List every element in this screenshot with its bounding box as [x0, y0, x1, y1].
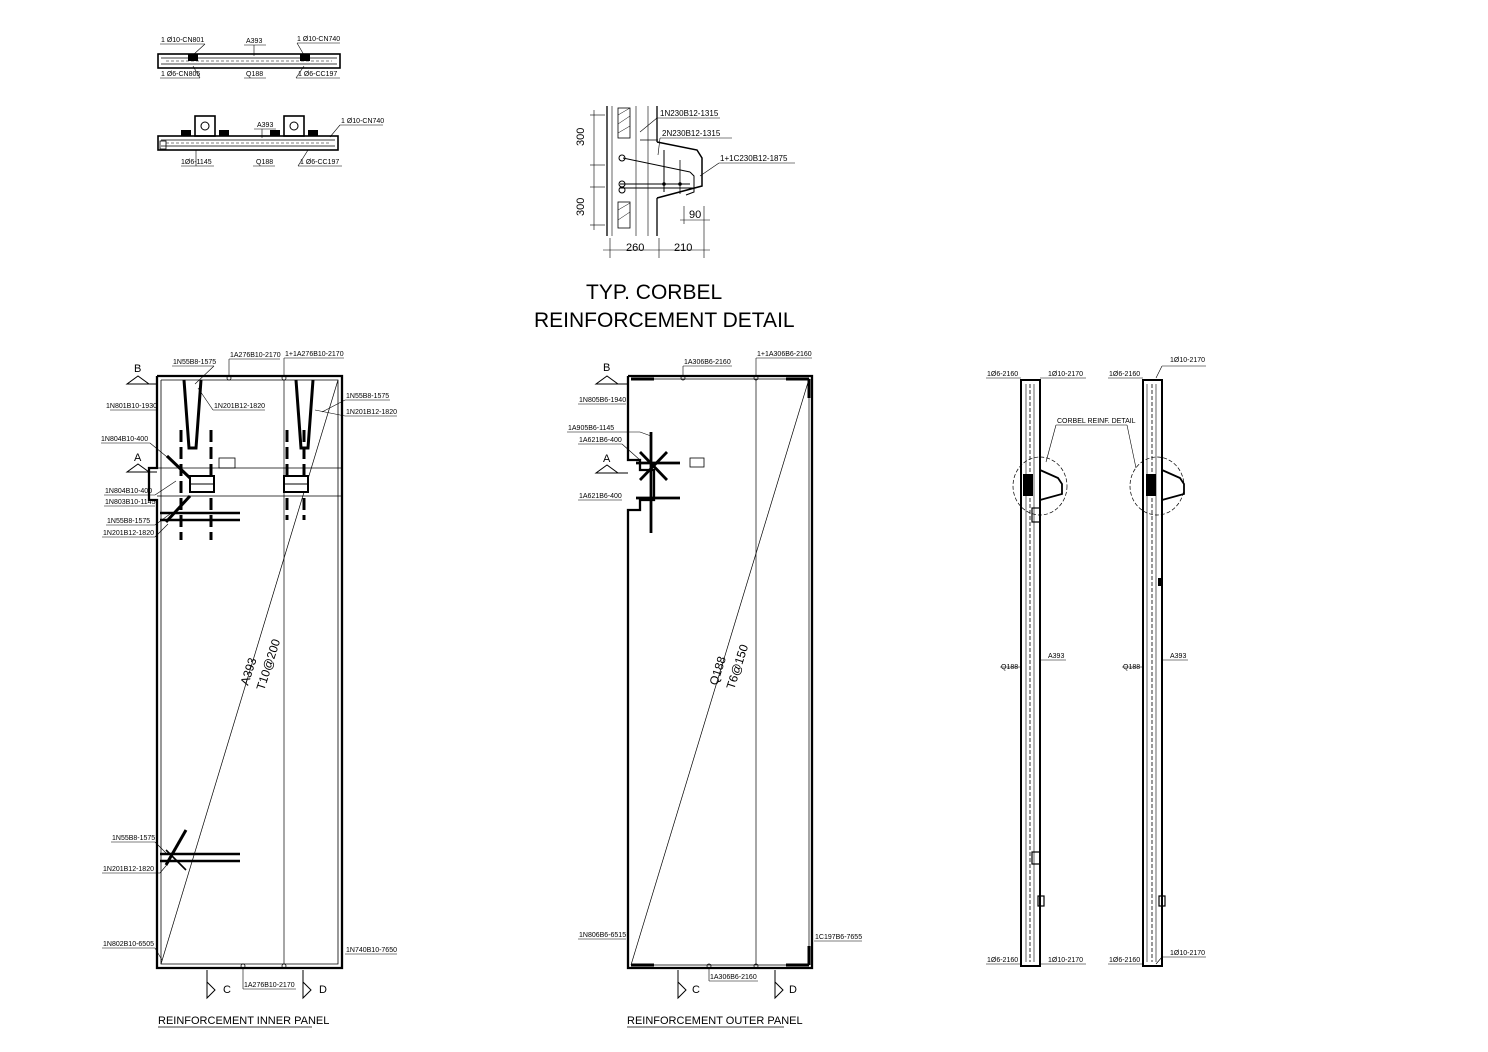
inner-label-2: 1A276B10-2170: [230, 352, 281, 359]
corbel-title-line2: REINFORCEMENT DETAIL: [534, 309, 795, 332]
plan-top-label-5: Q188: [246, 71, 263, 78]
corbel-bar-label-3: 1+1C230B12-1875: [720, 154, 788, 163]
section-right-label-5: 1Ø6-2160: [1109, 957, 1140, 964]
inner-label-7: 1N201B12-1820: [346, 409, 397, 416]
section-view-right: 1Ø6-2160 1Ø10-2170 Q188 A393 1Ø6-2160 1Ø…: [1108, 357, 1206, 967]
inner-label-8: 1N804B10-400: [101, 436, 148, 443]
inner-section-a: A: [134, 452, 142, 464]
outer-section-a: A: [603, 453, 611, 465]
corbel-title-line1: TYP. CORBEL: [586, 281, 722, 304]
section-right-label-4: A393: [1170, 653, 1186, 660]
inner-label-11: 1N55B8-1575: [107, 518, 150, 525]
outer-panel-title: REINFORCEMENT OUTER PANEL: [627, 1015, 803, 1027]
outer-label-8: 1C197B6-7655: [815, 934, 862, 941]
corbel-dim-5: 90: [689, 209, 701, 221]
section-left-label-6: 1Ø6-2160: [987, 957, 1018, 964]
outer-label-9: 1A306B6-2160: [710, 974, 757, 981]
section-view-left: 1Ø6-2160 1Ø10-2170 CORBEL REINF. DETAIL …: [986, 371, 1136, 967]
outer-label-1: 1A306B6-2160: [684, 359, 731, 366]
inner-panel-title: REINFORCEMENT INNER PANEL: [158, 1015, 329, 1027]
outer-label-2: 1+1A306B6-2160: [757, 351, 812, 358]
inner-panel: B A C D A393 T10@200 1N55B8-1575 1A276B1…: [101, 351, 397, 1028]
plan-top-label-3: 1 Ø10-CN740: [297, 36, 340, 43]
outer-section-d: D: [789, 984, 797, 996]
corbel-dim-4: 210: [674, 242, 692, 254]
plan-top-label-1: 1 Ø10-CN801: [161, 37, 204, 44]
section-left-label-3: CORBEL REINF. DETAIL: [1057, 418, 1136, 425]
plan-top-label-6: 1 Ø6-CC197: [298, 71, 337, 78]
section-right-label-1: 1Ø6-2160: [1109, 371, 1140, 378]
plan-top-label-2: A393: [246, 38, 262, 45]
plan-view-top: 1 Ø10-CN801 A393 1 Ø10-CN740 1 Ø6-CN805 …: [157, 36, 341, 79]
plan-mid-label-5: 1 Ø6-CC197: [300, 159, 339, 166]
inner-section-c: C: [223, 984, 231, 996]
plan-mid-label-1: A393: [257, 122, 273, 129]
section-left-label-7: 1Ø10-2170: [1048, 957, 1083, 964]
plan-mid-label-4: Q188: [256, 159, 273, 166]
outer-panel: B A C D Q188 T6@150 1A306B6-2160 1+1A306…: [567, 351, 862, 1028]
outer-label-7: 1N806B6-6515: [579, 932, 626, 939]
inner-label-5: 1N201B12-1820: [214, 403, 265, 410]
outer-section-c: C: [692, 984, 700, 996]
inner-label-9: 1N804B10-400: [105, 488, 152, 495]
corbel-bar-label-1: 1N230B12-1315: [660, 109, 719, 118]
outer-mesh-spacing: T6@150: [724, 642, 752, 691]
inner-label-17: 1A276B10-2170: [244, 982, 295, 989]
outer-label-5: 1A621B6-400: [579, 437, 622, 444]
outer-section-b: B: [603, 362, 610, 374]
plan-mid-label-3: 1Ø6-1145: [181, 159, 212, 166]
section-left-label-4: Q188: [1001, 664, 1018, 671]
plan-view-corbel: A393 1 Ø10-CN740 1Ø6-1145 Q188 1 Ø6-CC19…: [157, 115, 384, 167]
section-left-label-5: A393: [1048, 653, 1064, 660]
inner-section-b: B: [134, 363, 141, 375]
plan-mid-label-2: 1 Ø10-CN740: [341, 118, 384, 125]
inner-label-3: 1+1A276B10-2170: [285, 351, 344, 358]
corbel-bar-label-2: 2N230B12-1315: [662, 129, 721, 138]
inner-label-6: 1N55B8-1575: [346, 393, 389, 400]
outer-label-6: 1A621B6-400: [579, 493, 622, 500]
outer-label-4: 1A905B6-1145: [568, 425, 614, 432]
outer-label-3: 1N805B6-1940: [579, 397, 626, 404]
plan-top-label-4: 1 Ø6-CN805: [161, 71, 200, 78]
inner-label-10: 1N803B10-1145: [105, 499, 156, 506]
section-right-label-6: 1Ø10-2170: [1170, 950, 1205, 957]
inner-label-12: 1N201B12-1820: [103, 530, 154, 537]
inner-label-13: 1N55B8-1575: [112, 835, 155, 842]
inner-label-15: 1N802B10-6505: [103, 941, 154, 948]
inner-label-14: 1N201B12-1820: [103, 866, 154, 873]
corbel-dim-3: 260: [626, 242, 644, 254]
inner-label-1: 1N55B8-1575: [173, 359, 216, 366]
section-right-label-3: Q188: [1123, 664, 1140, 671]
section-right-label-2: 1Ø10-2170: [1170, 357, 1205, 364]
corbel-detail: 300 300 260 210 90 1N230B12-1315 2N230B1…: [534, 106, 795, 332]
corbel-dim-2: 300: [575, 198, 587, 216]
section-left-label-2: 1Ø10-2170: [1048, 371, 1083, 378]
corbel-dim-1: 300: [575, 128, 587, 146]
inner-section-d: D: [319, 984, 327, 996]
inner-label-4: 1N801B10-1930: [106, 403, 157, 410]
section-left-label-1: 1Ø6-2160: [987, 371, 1018, 378]
inner-label-16: 1N740B10-7650: [346, 947, 397, 954]
